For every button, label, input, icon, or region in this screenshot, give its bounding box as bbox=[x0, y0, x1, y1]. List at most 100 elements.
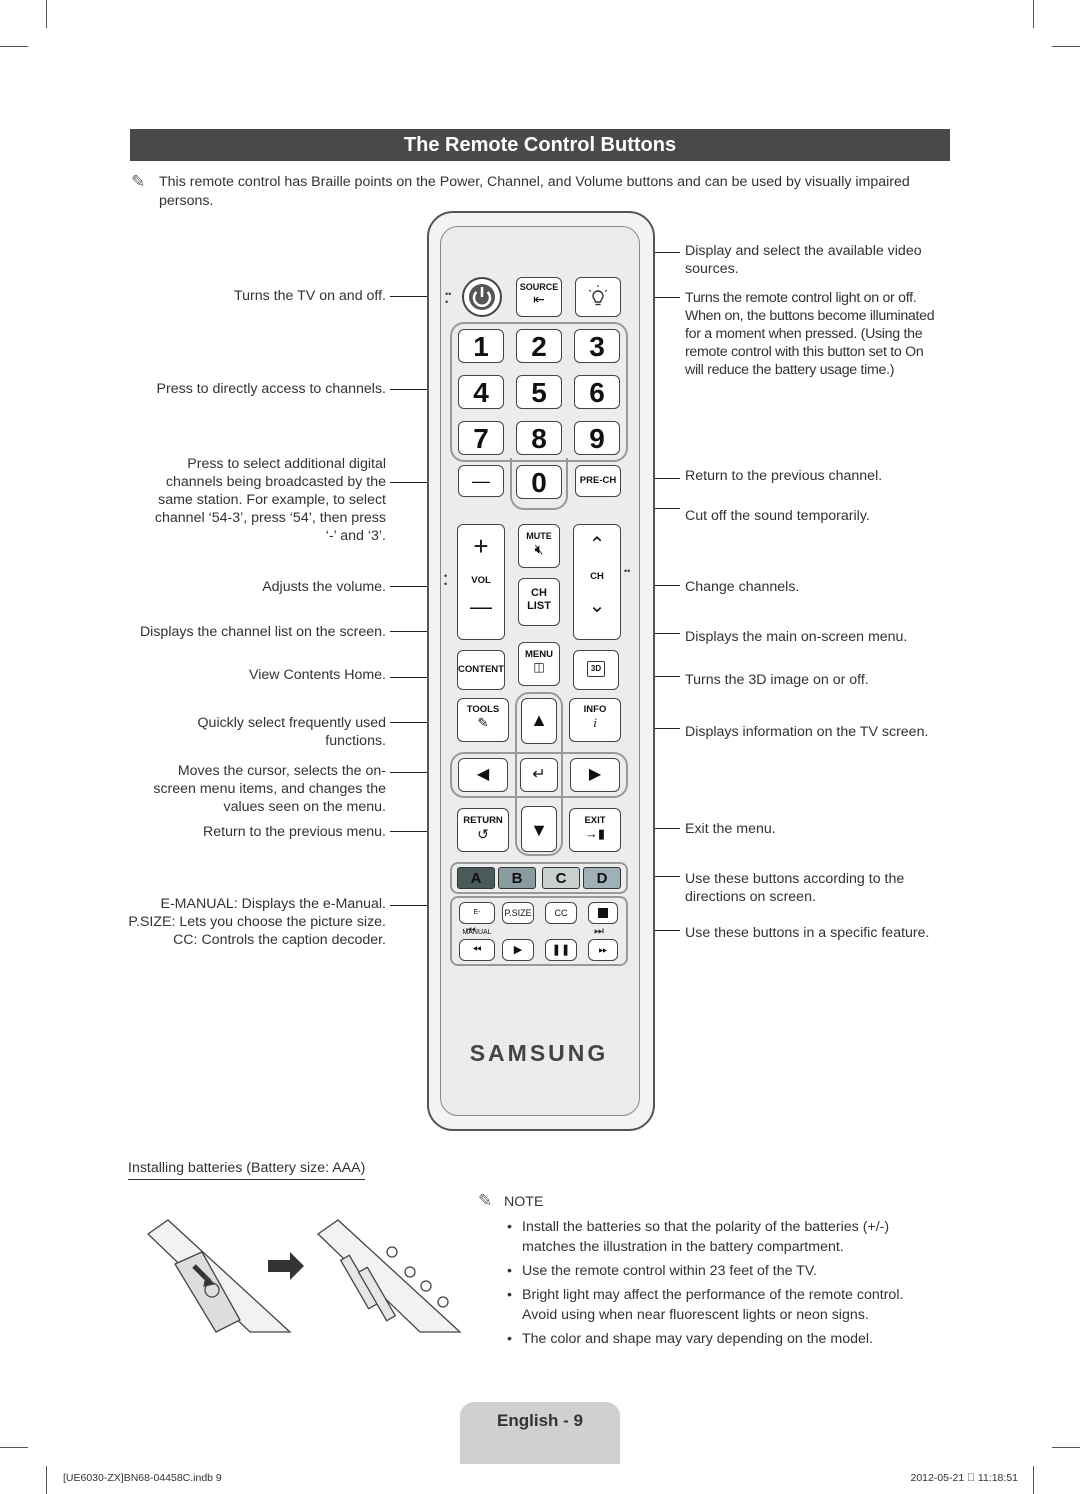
callout-line: Return to the previous menu. bbox=[203, 824, 386, 840]
callout-line: Change channels. bbox=[685, 579, 800, 595]
up-arrow-icon: ▲ bbox=[530, 710, 548, 730]
return-button[interactable]: RETURN ↺ bbox=[457, 808, 509, 852]
crop-mark bbox=[1033, 0, 1034, 28]
return-label: RETURN bbox=[463, 815, 503, 826]
down-arrow-button[interactable]: ▼ bbox=[521, 806, 557, 852]
mute-button[interactable]: MUTE 🔇︎ bbox=[518, 524, 560, 568]
note-text: Bright light may affect the performance … bbox=[522, 1287, 904, 1323]
callout-line: Turns the TV on and off. bbox=[234, 288, 386, 304]
enter-button[interactable]: ↵ bbox=[520, 758, 558, 792]
crop-mark bbox=[0, 46, 28, 47]
right-callout: Cut off the sound temporarily. bbox=[685, 507, 950, 525]
digit-1-button[interactable]: 1 bbox=[458, 329, 504, 363]
mute-icon: 🔇︎ bbox=[534, 541, 544, 557]
digit-5-button[interactable]: 5 bbox=[516, 375, 562, 409]
callout-line: channels being broadcasted by the bbox=[165, 474, 386, 490]
callout-line: When on, the buttons become illuminated bbox=[685, 308, 935, 324]
digit-8-button[interactable]: 8 bbox=[516, 421, 562, 455]
next-track-icon: ⏭︎ bbox=[594, 925, 604, 937]
dash-button[interactable]: — bbox=[458, 465, 504, 497]
number-keypad-group bbox=[450, 322, 628, 462]
callout-line: Moves the cursor, selects the on- bbox=[177, 763, 386, 779]
power-button[interactable] bbox=[462, 277, 502, 317]
e-manual-button[interactable]: E-MANUAL bbox=[459, 902, 495, 936]
digit-9-button[interactable]: 9 bbox=[574, 421, 620, 455]
pencil-icon: ✎ bbox=[478, 1191, 493, 1210]
menu-icon: ◫ bbox=[533, 660, 545, 674]
color-key-c-button[interactable]: C bbox=[542, 867, 580, 889]
samsung-logo: SAMSUNG bbox=[469, 1040, 609, 1066]
callout-line: Displays the channel list on the screen. bbox=[139, 624, 386, 640]
callout-line: P.SIZE: Lets you choose the picture size… bbox=[128, 914, 386, 930]
volume-rocker[interactable]: + VOL — bbox=[457, 524, 505, 640]
source-button[interactable]: SOURCE ⇤ bbox=[516, 277, 562, 317]
tools-button[interactable]: TOOLS ✎ bbox=[457, 698, 509, 742]
callout-line: Quickly select frequently used bbox=[197, 715, 386, 731]
play-button[interactable]: ▶ bbox=[502, 939, 534, 961]
right-callout: Use these buttons in a specific feature. bbox=[685, 924, 950, 942]
rewind-button[interactable]: ⏪︎ bbox=[459, 939, 495, 961]
vol-label: VOL bbox=[471, 575, 491, 586]
previous-track-icon: ⏮︎ bbox=[466, 925, 476, 937]
right-callout: Displays the main on-screen menu. bbox=[685, 628, 950, 646]
callout-line: same station. For example, to select bbox=[158, 492, 386, 508]
chevron-down-icon: ⌄ bbox=[588, 595, 606, 617]
pause-button[interactable]: ❚❚ bbox=[545, 939, 577, 961]
cc-button[interactable]: CC bbox=[545, 902, 577, 924]
leader-line bbox=[390, 905, 452, 906]
right-arrow-button[interactable]: ▶ bbox=[570, 758, 620, 792]
up-arrow-button[interactable]: ▲ bbox=[521, 698, 557, 744]
leader-line bbox=[390, 677, 452, 678]
callout-line: screen menu items, and changes the bbox=[153, 781, 386, 797]
digit-2-button[interactable]: 2 bbox=[516, 329, 562, 363]
note-text: Install the batteries so that the polari… bbox=[522, 1219, 890, 1255]
crop-mark bbox=[1052, 46, 1080, 47]
page-title: The Remote Control Buttons bbox=[130, 129, 950, 161]
color-key-a-button[interactable]: A bbox=[457, 867, 495, 889]
color-key-b-button[interactable]: B bbox=[498, 867, 536, 889]
left-callout: Displays the channel list on the screen. bbox=[96, 623, 386, 641]
color-keys-group bbox=[450, 862, 628, 894]
fast-forward-button[interactable]: ⏩︎ bbox=[588, 939, 618, 961]
info-button[interactable]: INFO i bbox=[569, 698, 621, 742]
mute-label: MUTE bbox=[526, 531, 552, 541]
volume-down-icon: — bbox=[470, 594, 492, 619]
rewind-icon: ⏪︎ bbox=[472, 944, 482, 956]
bullet-icon: • bbox=[507, 1219, 512, 1235]
bullet-icon: • bbox=[507, 1287, 512, 1303]
3d-button[interactable]: 3D bbox=[573, 650, 619, 690]
stop-button[interactable] bbox=[588, 902, 618, 924]
callout-line: CC: Controls the caption decoder. bbox=[173, 932, 386, 948]
left-callout: View Contents Home. bbox=[96, 666, 386, 684]
left-callout: Adjusts the volume. bbox=[96, 578, 386, 596]
navigation-group bbox=[515, 692, 563, 856]
digit-6-button[interactable]: 6 bbox=[574, 375, 620, 409]
left-callout: E-MANUAL: Displays the e-Manual.P.SIZE: … bbox=[96, 895, 386, 949]
zero-button[interactable]: 0 bbox=[516, 465, 562, 499]
crop-mark bbox=[46, 1466, 47, 1494]
channel-rocker[interactable]: ⌃ CH ⌄ bbox=[573, 524, 621, 640]
digit-7-button[interactable]: 7 bbox=[458, 421, 504, 455]
exit-button[interactable]: EXIT →▮ bbox=[569, 808, 621, 852]
bullet-icon: • bbox=[507, 1263, 512, 1279]
p-size-button[interactable]: P.SIZE bbox=[502, 902, 534, 924]
digit-4-button[interactable]: 4 bbox=[458, 375, 504, 409]
left-arrow-button[interactable]: ◀ bbox=[458, 758, 508, 792]
bullet-icon: • bbox=[507, 1331, 512, 1347]
right-arrow-icon: ▶ bbox=[588, 766, 602, 783]
menu-button[interactable]: MENU ◫ bbox=[518, 642, 560, 686]
info-label: INFO bbox=[583, 704, 607, 715]
footer-file-info: [UE6030-ZX]BN68-04458C.indb 9 bbox=[63, 1472, 222, 1484]
prech-button[interactable]: PRE-CH bbox=[575, 465, 621, 497]
light-button[interactable] bbox=[575, 277, 621, 317]
right-callout: Change channels. bbox=[685, 578, 950, 596]
digit-3-button[interactable]: 3 bbox=[574, 329, 620, 363]
crop-mark bbox=[46, 0, 47, 28]
navigation-group bbox=[450, 752, 628, 798]
callout-line: Turns the remote control light on or off… bbox=[685, 290, 917, 306]
content-button[interactable]: CONTENT bbox=[457, 650, 505, 690]
callout-line: remote control with this button set to O… bbox=[685, 344, 924, 360]
channel-list-button[interactable]: CH LIST bbox=[518, 578, 560, 626]
callout-line: Display and select the available video bbox=[685, 243, 922, 259]
color-key-d-button[interactable]: D bbox=[583, 867, 621, 889]
